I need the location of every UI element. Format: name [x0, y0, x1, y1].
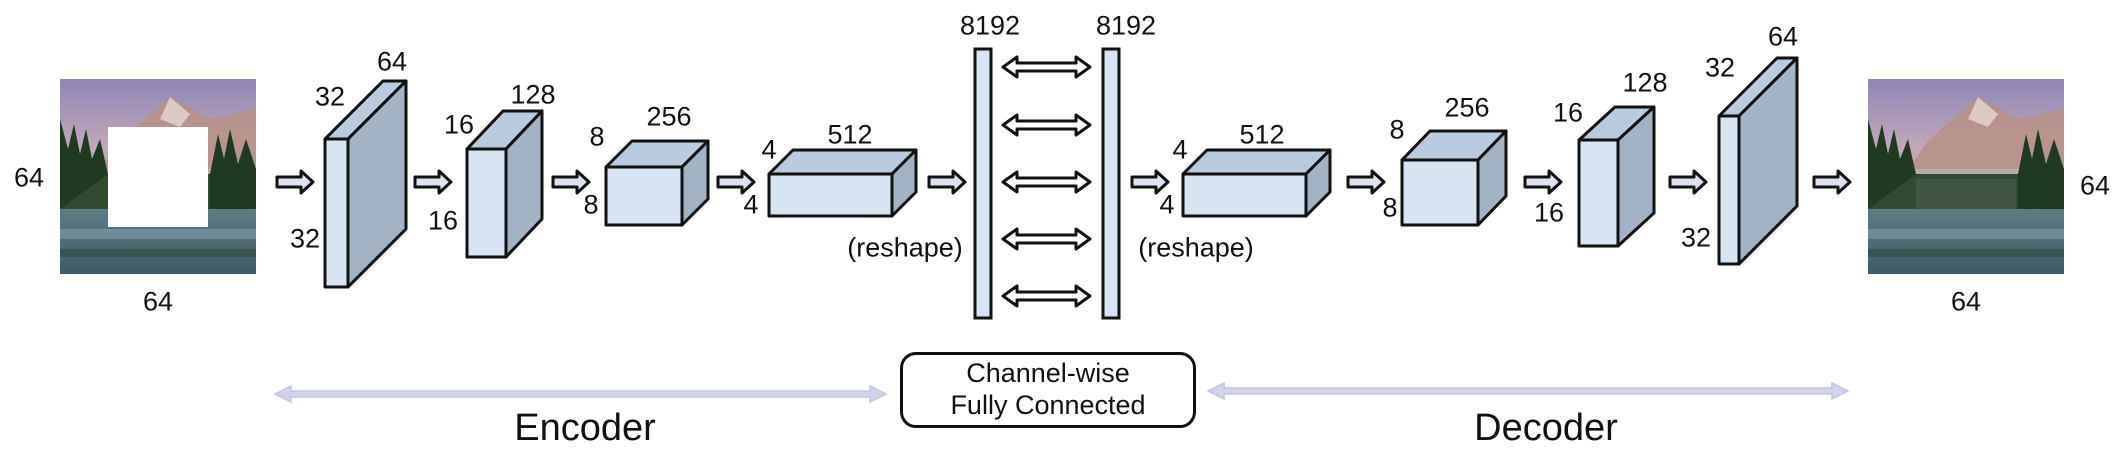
dec3-top-left-label: 16	[1552, 97, 1584, 128]
fc-bar-left	[973, 47, 993, 320]
enc1-left-label: 32	[289, 223, 321, 254]
dec1-top-left-label: 4	[1172, 134, 1188, 165]
encoder-block-2-front-face	[465, 147, 508, 259]
decoder-block-4-front-face	[1717, 114, 1741, 266]
fc-bar-right	[1101, 47, 1121, 320]
output-width-label: 64	[1950, 286, 1982, 317]
flow-arrow-5	[927, 169, 967, 195]
input-height-label: 64	[13, 162, 44, 193]
decoder-block-3	[1577, 105, 1656, 248]
input-image	[60, 79, 256, 274]
dec4-top-right-label: 64	[1767, 21, 1799, 52]
flow-arrow-4	[716, 169, 756, 195]
decoder-block-1-front-face	[1181, 172, 1308, 218]
dec2-top-left-label: 8	[1389, 114, 1405, 145]
decoder-block-2	[1400, 129, 1508, 227]
reshape-left-label: (reshape)	[847, 232, 963, 263]
fc-double-arrow-1	[1001, 55, 1092, 79]
enc1-top-right-label: 64	[376, 46, 408, 77]
channel-wise-fc-box: Channel-wise Fully Connected	[900, 352, 1196, 428]
dec1-side-label: 4	[1159, 189, 1175, 220]
encoder-span-arrow	[273, 384, 888, 404]
fc-box-line2: Fully Connected	[950, 390, 1146, 420]
fc-double-arrow-3	[1001, 170, 1092, 194]
enc2-top-left-label: 16	[443, 109, 475, 140]
encoder-label: Encoder	[514, 407, 656, 449]
encoder-block-2	[465, 109, 544, 259]
enc2-left-label: 16	[427, 205, 459, 236]
enc4-top-right-label: 512	[827, 119, 873, 150]
flow-arrow-10	[1812, 169, 1852, 195]
enc3-top-right-label: 256	[646, 101, 692, 132]
bar-right-label: 8192	[1095, 10, 1157, 41]
encoder-block-3	[604, 139, 710, 227]
encoder-block-1	[323, 79, 408, 289]
encoder-block-4-front-face	[767, 172, 894, 218]
flow-arrow-6	[1130, 169, 1170, 195]
encoder-block-3-front-face	[604, 165, 684, 227]
decoder-span-arrow	[1206, 381, 1850, 401]
enc4-side-label: 4	[743, 189, 759, 220]
dec2-side-label: 8	[1382, 192, 1398, 223]
dec4-left-label: 32	[1680, 222, 1712, 253]
decoder-block-2-front-face	[1400, 158, 1480, 227]
enc4-top-left-label: 4	[761, 134, 777, 165]
dec1-top-right-label: 512	[1239, 119, 1285, 150]
enc3-top-left-label: 8	[589, 121, 605, 152]
dec3-left-label: 16	[1533, 197, 1565, 228]
masked-region	[108, 127, 208, 227]
flow-arrow-2	[413, 169, 453, 195]
input-width-label: 64	[142, 286, 174, 317]
output-height-label: 64	[2080, 170, 2111, 201]
flow-arrow-1	[275, 169, 315, 195]
decoder-block-1	[1181, 148, 1332, 218]
decoder-block-4	[1717, 56, 1799, 266]
flow-arrow-9	[1668, 169, 1708, 195]
enc3-side-label: 8	[583, 189, 599, 220]
flow-arrow-8	[1523, 169, 1563, 195]
fc-double-arrow-4	[1001, 227, 1092, 251]
enc1-top-left-label: 32	[314, 81, 346, 112]
bar-left-label: 8192	[959, 10, 1021, 41]
enc2-top-right-label: 128	[510, 79, 556, 110]
dec4-top-left-label: 32	[1704, 52, 1736, 83]
decoder-block-3-front-face	[1577, 138, 1620, 248]
output-image	[1868, 79, 2064, 274]
dec2-top-right-label: 256	[1444, 92, 1490, 123]
flow-arrow-3	[551, 169, 591, 195]
decoder-label: Decoder	[1474, 407, 1618, 449]
flow-arrow-7	[1346, 169, 1386, 195]
dec3-top-right-label: 128	[1622, 67, 1668, 98]
fc-double-arrow-2	[1001, 113, 1092, 137]
encoder-block-1-front-face	[323, 137, 350, 289]
fc-double-arrow-5	[1001, 284, 1092, 308]
encoder-block-4	[767, 148, 918, 218]
reshape-right-label: (reshape)	[1138, 232, 1254, 263]
fc-box-line1: Channel-wise	[966, 358, 1130, 389]
